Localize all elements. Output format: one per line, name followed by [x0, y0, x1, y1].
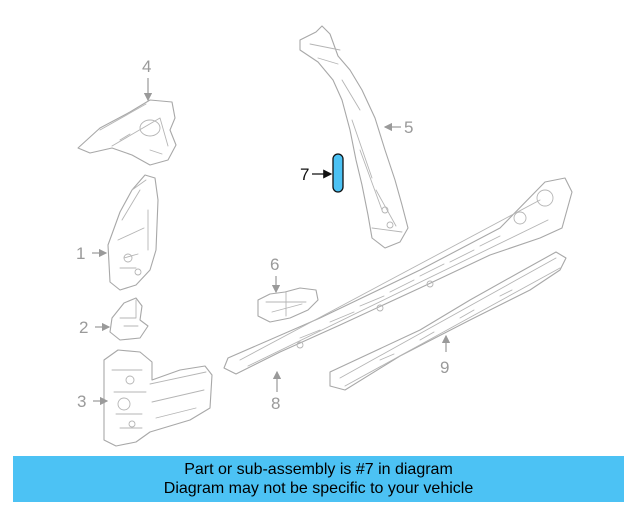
callout-4[interactable]: 4 — [142, 57, 151, 76]
callout-8[interactable]: 8 — [271, 394, 280, 413]
disclaimer-line-1: Part or sub-assembly is #7 in diagram — [184, 461, 453, 478]
part-7-highlighted[interactable] — [332, 153, 344, 193]
part-6-reinforcement — [257, 287, 319, 323]
part-4-bracket — [77, 99, 177, 166]
part-2-bracket — [109, 297, 149, 341]
part-8-inner-rocker — [223, 177, 573, 375]
part-1-hinge-pillar — [107, 174, 159, 291]
callout-3[interactable]: 3 — [77, 392, 86, 411]
callout-9[interactable]: 9 — [440, 358, 449, 377]
part-5-center-pillar — [299, 25, 409, 249]
callout-1[interactable]: 1 — [76, 244, 85, 263]
part-9-outer-rocker — [329, 251, 567, 391]
callout-6[interactable]: 6 — [270, 255, 279, 274]
disclaimer-line-2: Diagram may not be specific to your vehi… — [163, 480, 474, 497]
disclaimer-banner: Part or sub-assembly is #7 in diagram Di… — [13, 456, 624, 502]
callout-2[interactable]: 2 — [79, 318, 88, 337]
callout-7[interactable]: 7 — [300, 165, 309, 184]
callout-5[interactable]: 5 — [404, 118, 413, 137]
part-3-lower-pillar — [103, 349, 213, 447]
